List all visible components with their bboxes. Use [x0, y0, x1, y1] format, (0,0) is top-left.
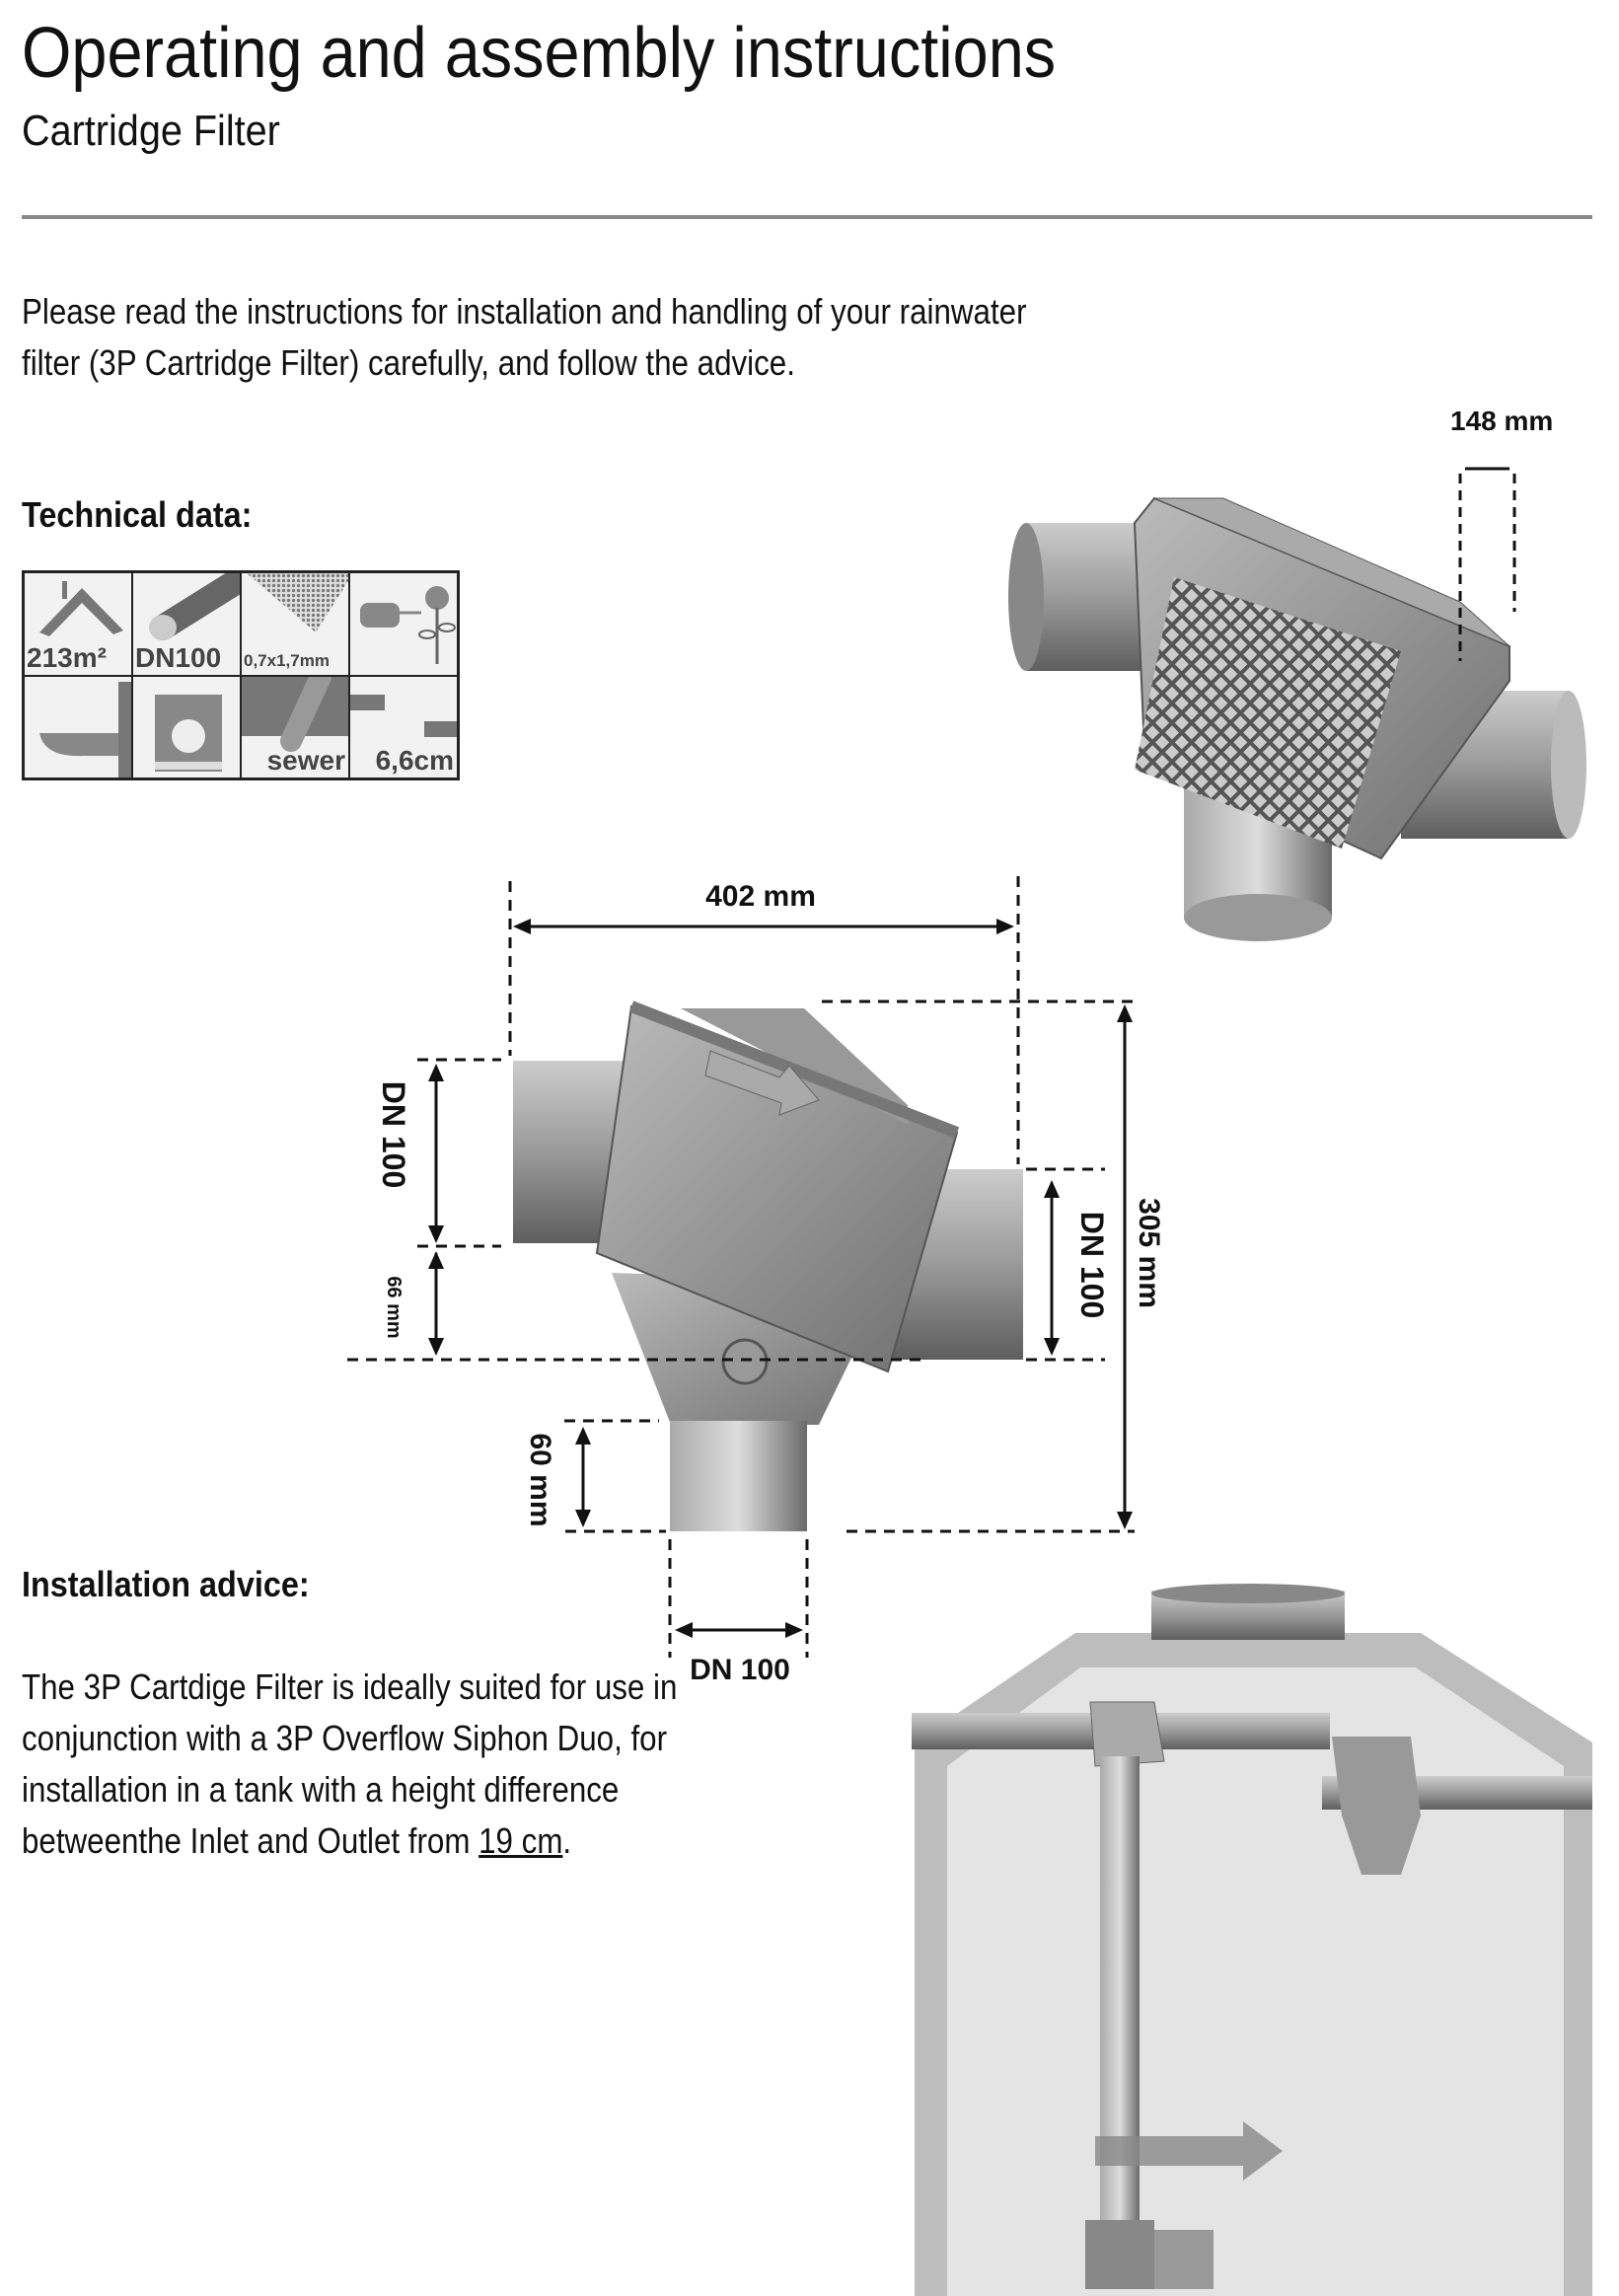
tech-label: 0,7x1,7mm — [244, 650, 330, 670]
width-dimension — [1458, 467, 1516, 661]
technical-data-grid: 213m² DN100 0,7x1,7mm sewer 6,6cm — [22, 570, 460, 780]
filter-3d-illustration — [1008, 496, 1586, 941]
roof-area-icon: 213m² — [24, 572, 132, 676]
outlet-label: DN 100 — [1074, 1212, 1110, 1319]
inlet-offset-label: 66 mm — [383, 1276, 405, 1338]
dimension-lines — [347, 876, 1135, 1658]
installation-line: conjunction with a 3P Overflow Siphon Du… — [22, 1718, 668, 1758]
page-subtitle: Cartridge Filter — [22, 107, 280, 155]
width-label: 148 mm — [1450, 406, 1553, 436]
installation-line: The 3P Cartdige Filter is ideally suited… — [22, 1666, 678, 1707]
tank-installation-illustration — [912, 1584, 1592, 2296]
dimension-arrowheads — [428, 919, 1133, 1638]
installation-paragraph: The 3P Cartdige Filter is ideally suited… — [22, 1662, 677, 1867]
installation-line: betweenthe Inlet and Outlet from 19 cm. — [22, 1815, 677, 1867]
toilet-icon — [24, 675, 132, 778]
bottom-outlet-label: DN 100 — [690, 1654, 790, 1686]
height-difference-icon: 6,6cm — [349, 675, 458, 778]
pipe-diameter-icon: DN100 — [132, 572, 241, 676]
technical-data-heading: Technical data: — [22, 494, 253, 535]
mesh-icon: 0,7x1,7mm — [241, 572, 349, 676]
tech-label: 6,6cm — [375, 745, 454, 776]
garden-watering-icon — [349, 572, 458, 676]
tech-label: 213m² — [27, 641, 107, 673]
tech-label: DN100 — [135, 641, 222, 673]
page-title: Operating and assembly instructions — [22, 14, 1057, 93]
length-label: 402 mm — [705, 880, 816, 913]
installation-line-text: betweenthe Inlet and Outlet from — [22, 1820, 479, 1861]
intro-line: filter (3P Cartridge Filter) carefully, … — [22, 342, 795, 383]
installation-advice-heading: Installation advice: — [22, 1564, 310, 1604]
sewer-pipe-icon: sewer — [241, 675, 349, 778]
installation-line: installation in a tank with a height dif… — [22, 1769, 620, 1810]
tech-label: sewer — [266, 745, 345, 776]
height-difference-value: 19 cm — [478, 1820, 563, 1861]
filter-side-view — [513, 1000, 1023, 1531]
header-divider — [22, 215, 1592, 219]
bottom-outlet-length-label: 60 mm — [524, 1433, 556, 1526]
inlet-label: DN 100 — [376, 1081, 411, 1189]
height-label: 305 mm — [1133, 1198, 1165, 1308]
intro-line: Please read the instructions for install… — [22, 291, 1027, 332]
washing-machine-icon — [132, 675, 241, 778]
trailing-period: . — [562, 1820, 572, 1861]
intro-paragraph: Please read the instructions for install… — [22, 286, 1026, 389]
